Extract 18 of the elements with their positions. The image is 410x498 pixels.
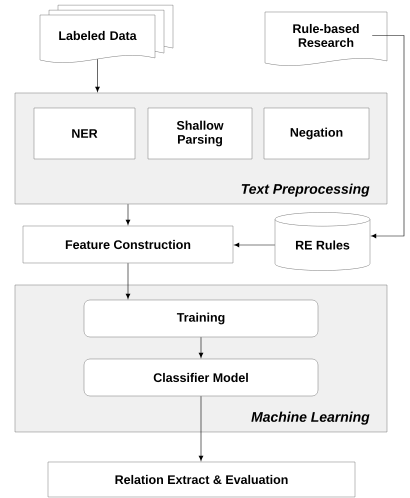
arrow — [126, 262, 130, 299]
process-box: NER — [34, 108, 136, 160]
arrow — [371, 35, 404, 238]
arrow — [198, 336, 204, 358]
process-box: Negation — [264, 108, 370, 160]
process-box: Training — [84, 300, 318, 338]
process-box: Relation Extract & Evaluation — [48, 462, 356, 498]
arrow — [198, 396, 204, 461]
database-cylinder: RE Rules — [274, 212, 370, 271]
process-box: Shallow Parsing — [148, 108, 252, 160]
process-box: Feature Construction — [22, 226, 234, 264]
document-stack: Labeled Data — [40, 4, 174, 63]
arrow — [126, 204, 130, 225]
process-box: Classifier Model — [84, 358, 318, 396]
arrow — [95, 58, 100, 92]
panel-title: Machine Learning — [251, 412, 370, 425]
arrow — [234, 242, 276, 248]
panel-title: Text Preprocessing — [242, 184, 370, 197]
